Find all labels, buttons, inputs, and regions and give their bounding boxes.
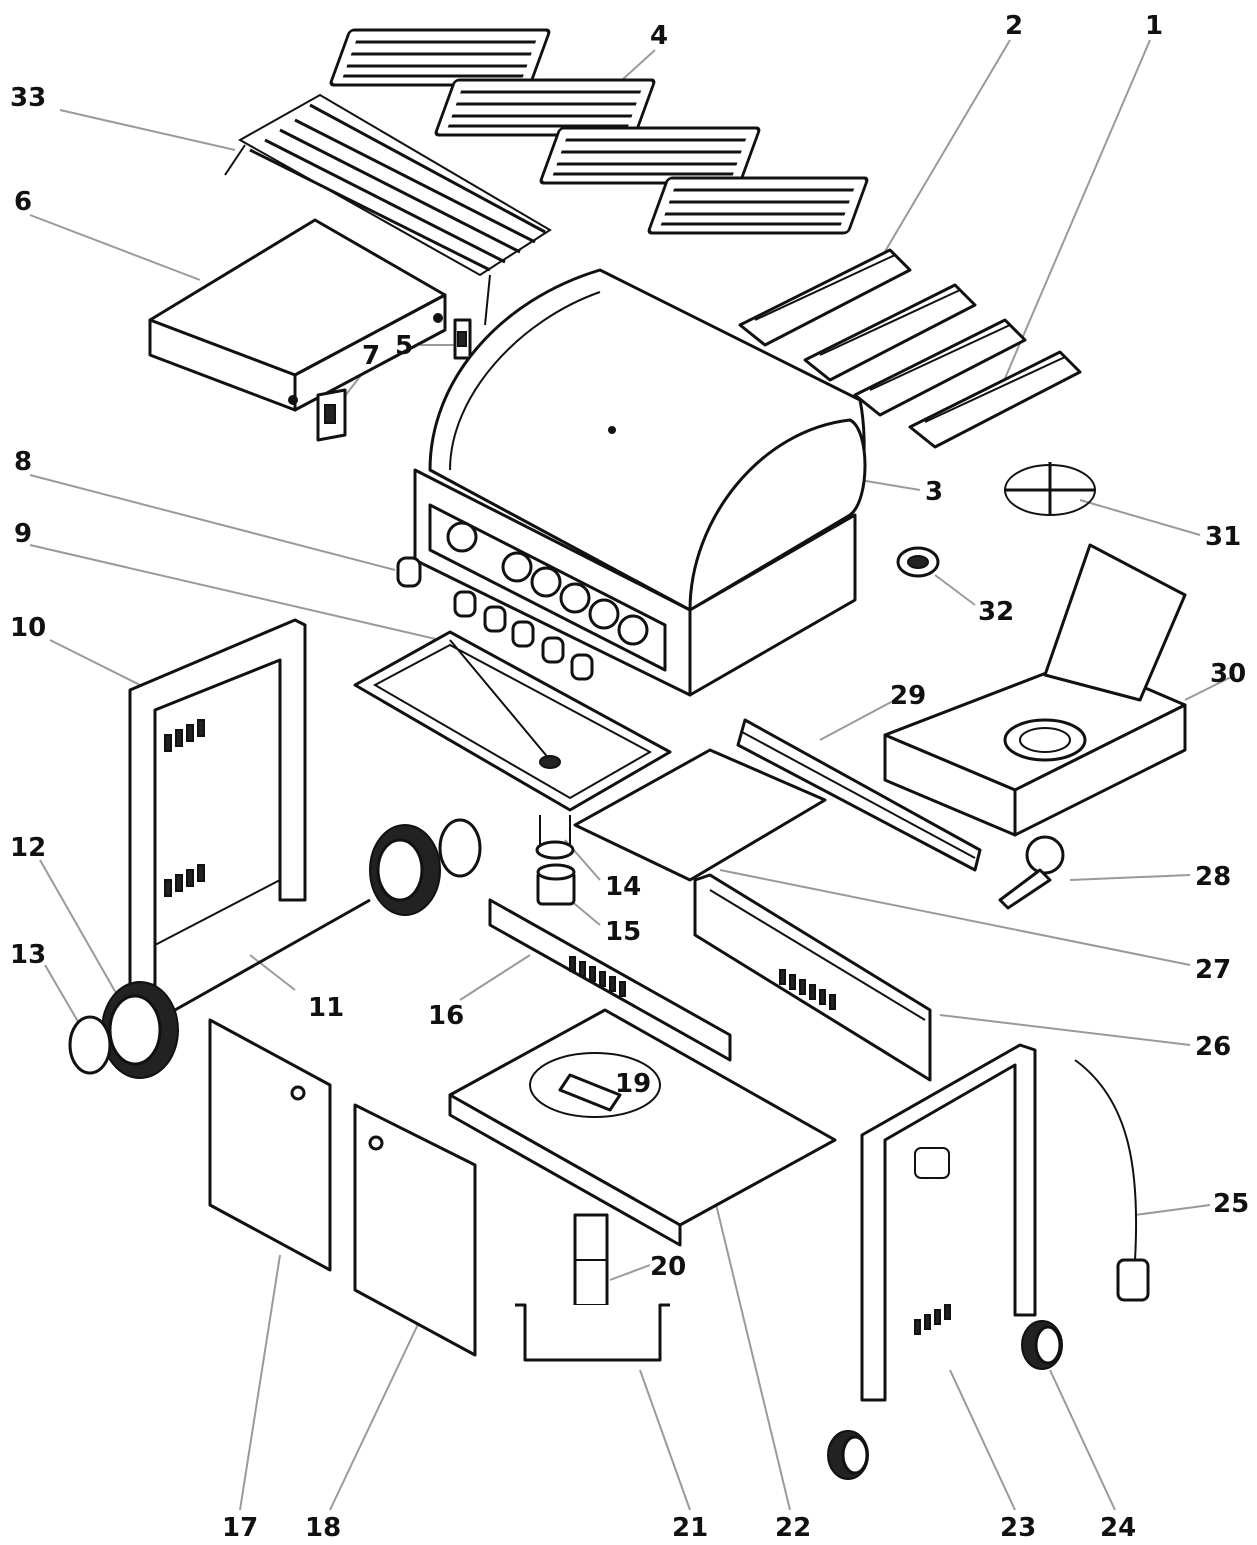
- flame-tamers: [738, 248, 1082, 449]
- left-door: [208, 1018, 332, 1272]
- casters: [827, 1320, 1063, 1480]
- heat-shield-plate: [573, 748, 827, 882]
- front-cross-brace: [488, 898, 732, 1062]
- callout-25: 25: [1213, 1189, 1249, 1219]
- grill-head: [413, 268, 867, 697]
- drip-tray: [353, 630, 672, 812]
- callout-33: 33: [10, 83, 46, 113]
- callout-labels: 1 2 3 4 5 6 7 8 9 10 11 12 13 14 15 16 1…: [10, 11, 1249, 1543]
- side-shelf: [148, 218, 447, 412]
- callout-13: 13: [10, 940, 46, 970]
- tank-retainer: [558, 1073, 622, 1112]
- callout-10: 10: [10, 613, 46, 643]
- callout-14: 14: [605, 872, 641, 902]
- callout-28: 28: [1195, 862, 1231, 892]
- callout-7: 7: [362, 341, 380, 371]
- bottom-shelf: [448, 1008, 837, 1247]
- rear-cross-brace: [736, 718, 982, 872]
- callout-4: 4: [650, 21, 668, 51]
- callout-19: 19: [615, 1069, 651, 1099]
- callout-18: 18: [305, 1513, 341, 1543]
- wheel-axle: [174, 898, 371, 1012]
- callout-20: 20: [650, 1252, 686, 1282]
- callout-22: 22: [775, 1513, 811, 1543]
- shelf-bracket-right: [453, 318, 472, 360]
- callout-11: 11: [308, 993, 344, 1023]
- callout-3: 3: [925, 477, 943, 507]
- regulator-hose: [1074, 1059, 1150, 1302]
- callout-6: 6: [14, 187, 32, 217]
- side-burner: [883, 543, 1187, 837]
- rear-wheels: [101, 824, 441, 1079]
- callout-30: 30: [1210, 659, 1246, 689]
- warming-rack: [224, 93, 552, 326]
- callout-15: 15: [605, 917, 641, 947]
- shelf-bracket-left: [316, 388, 347, 442]
- callout-29: 29: [890, 681, 926, 711]
- callout-26: 26: [1195, 1032, 1231, 1062]
- callout-21: 21: [672, 1513, 708, 1543]
- wheel-hubcaps: [68, 818, 482, 1075]
- callout-32: 32: [978, 597, 1014, 627]
- cooking-grates: [329, 28, 869, 235]
- callout-17: 17: [222, 1513, 258, 1543]
- callout-9: 9: [14, 519, 32, 549]
- callout-2: 2: [1005, 11, 1023, 41]
- tank-bracket-base: [515, 1303, 670, 1362]
- callout-31: 31: [1205, 522, 1241, 552]
- side-burner-cap: [896, 546, 940, 578]
- side-burner-grate: [1004, 462, 1096, 516]
- grease-cup-holder: [535, 815, 575, 860]
- callout-8: 8: [14, 447, 32, 477]
- callout-5: 5: [395, 331, 413, 361]
- callout-24: 24: [1100, 1513, 1136, 1543]
- control-knobs: [396, 556, 594, 681]
- callout-23: 23: [1000, 1513, 1036, 1543]
- left-side-frame: [128, 618, 307, 987]
- grease-cup: [536, 863, 576, 906]
- rear-panel: [693, 873, 932, 1082]
- callout-16: 16: [428, 1001, 464, 1031]
- callout-27: 27: [1195, 955, 1231, 985]
- right-door: [353, 1103, 477, 1357]
- right-side-frame: [860, 1043, 1037, 1402]
- callout-12: 12: [10, 833, 46, 863]
- side-burner-valve: [998, 835, 1065, 910]
- callout-1: 1: [1145, 11, 1163, 41]
